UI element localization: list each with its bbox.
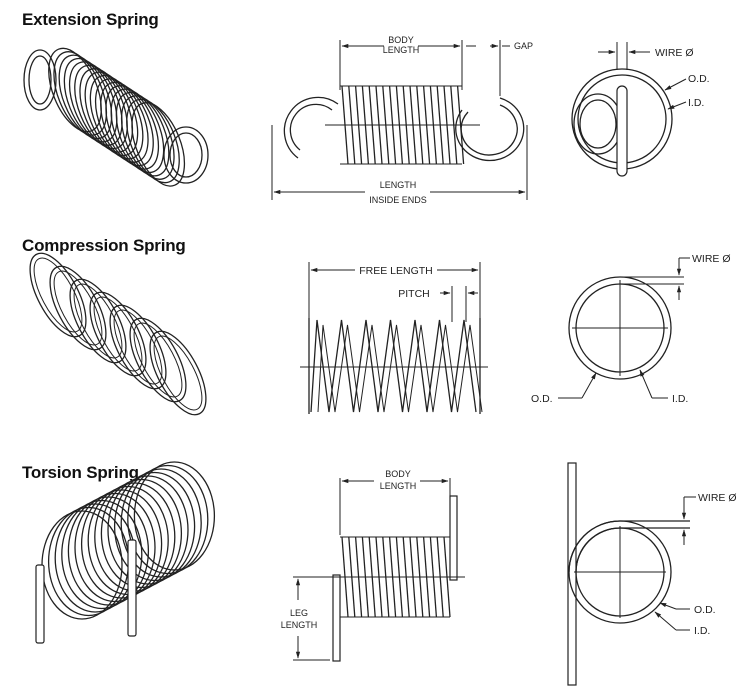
extension-od-label: O.D. [688,73,710,85]
compression-iso-coil-inner [53,270,103,346]
compression-iso-coil [49,265,107,351]
compression-id-label: I.D. [672,393,688,405]
torsion-iso-coil [80,489,163,599]
compression-spring-title: Compression Spring [22,236,186,255]
compression-od-label: O.D. [531,393,553,405]
extension-body-length-label-2: LENGTH [383,45,420,55]
compression-iso-coil [109,304,167,390]
torsion-leg-length-label-1: LEG [290,608,308,618]
torsion-iso-coil [74,492,156,603]
compression-iso-coil-inner [113,309,163,385]
torsion-side-view [293,478,465,662]
extension-hook-left [283,96,339,159]
compression-isometric-view [29,252,207,416]
torsion-leg-length-label-2: LENGTH [281,620,318,630]
compression-iso-coil-inner [93,296,143,372]
torsion-iso-leg-right [127,539,137,637]
compression-iso-coil-inner [153,335,203,411]
compression-free-length-label: FREE LENGTH [359,265,433,277]
compression-iso-coil-inner [33,257,83,333]
torsion-side-leg-left [332,574,341,662]
extension-end-view [571,42,687,177]
torsion-isometric-view [35,461,216,644]
extension-end-hook [616,85,628,177]
torsion-iso-coil [120,468,202,578]
compression-iso-coil-inner [133,322,183,398]
extension-iso-coil [110,88,165,174]
compression-iso-coil [29,252,87,338]
extension-iso-coil [120,95,175,180]
extension-length-label-1: LENGTH [380,180,417,190]
torsion-iso-coil [54,503,136,613]
torsion-iso-leg-left [35,564,45,644]
extension-spring-title: Extension Spring [22,10,159,29]
compression-pitch-label: PITCH [398,288,430,300]
extension-length-label-2: INSIDE ENDS [369,195,427,205]
compression-wire-label: WIRE Ø [692,253,731,265]
torsion-side-leg-right [449,495,458,581]
compression-end-view [558,257,690,399]
torsion-iso-coil [47,506,130,617]
extension-iso-coil [105,85,160,170]
torsion-spring-title: Torsion Spring [22,463,139,482]
torsion-iso-coil [107,475,189,585]
extension-gap-label: GAP [514,41,533,51]
torsion-id-label: I.D. [694,625,710,637]
extension-hook-right [455,97,525,162]
extension-body-length-label-1: BODY [388,35,414,45]
compression-side-coil-inner [317,324,483,413]
compression-iso-coil-inner [73,283,123,359]
torsion-body-length-label-1: BODY [385,469,411,479]
torsion-iso-coil [127,464,209,575]
extension-iso-hook-left [23,49,57,111]
compression-iso-coil [129,317,187,403]
torsion-body-length-label-2: LENGTH [380,481,417,491]
extension-isometric-view [23,47,209,187]
torsion-iso-coil [41,510,123,620]
compression-side-view [300,262,488,414]
extension-iso-hook-right [163,126,209,184]
compression-iso-coil [149,330,207,416]
torsion-iso-coil [100,478,183,589]
extension-side-view [271,40,528,200]
extension-wire-label: WIRE Ø [655,47,694,59]
torsion-iso-coil [133,461,216,571]
torsion-end-view [567,462,696,686]
extension-id-label: I.D. [688,97,704,109]
torsion-iso-coil [113,471,196,582]
torsion-od-label: O.D. [694,604,716,616]
torsion-wire-label: WIRE Ø [698,492,737,504]
compression-side-coil [310,319,477,413]
extension-iso-coil [115,91,170,177]
compression-iso-coil [89,291,147,377]
compression-iso-coil [69,278,127,364]
